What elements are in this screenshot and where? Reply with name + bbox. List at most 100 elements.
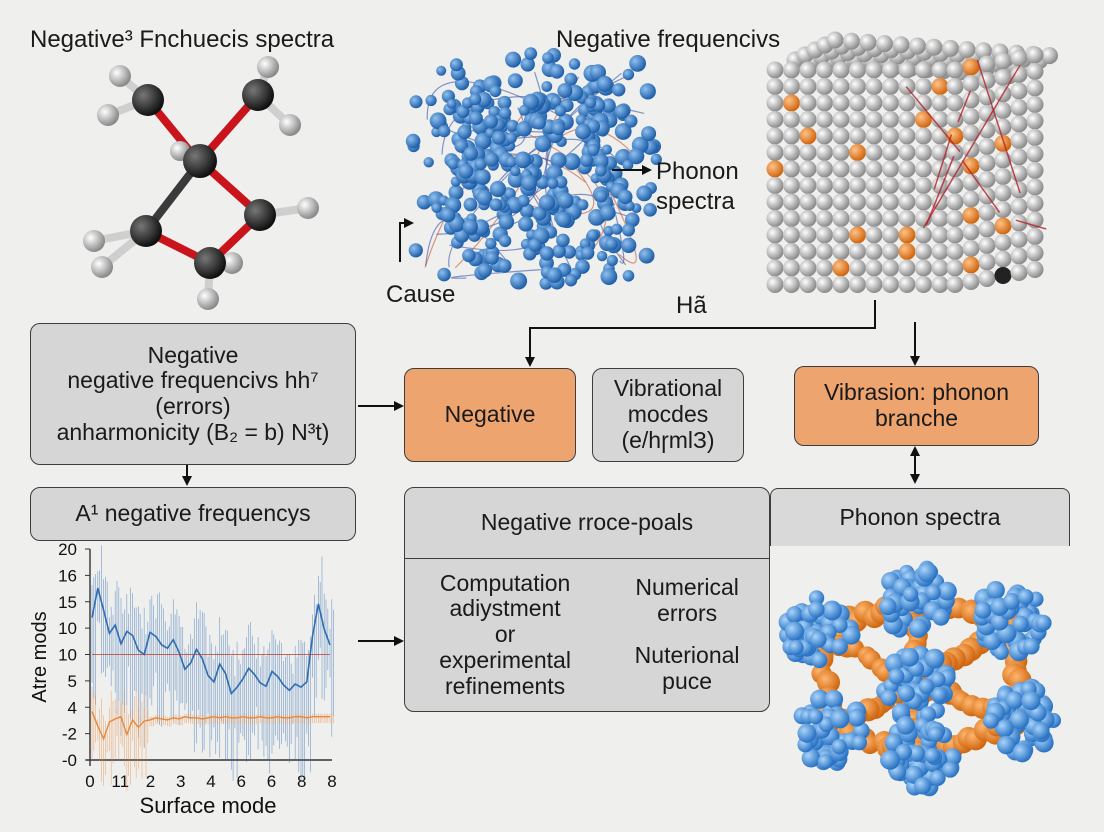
lattice-atom [1010, 198, 1028, 215]
x-tick-label: 0 [85, 772, 94, 791]
blue-atom [587, 143, 600, 156]
orange-atom [816, 670, 841, 694]
lattice-atom [882, 61, 899, 79]
lattice-atom [882, 276, 899, 293]
lattice-atom [1010, 66, 1028, 83]
blue-atom [993, 644, 1009, 660]
blue-atom [818, 716, 835, 733]
lattice-atom [915, 226, 932, 244]
lattice-atom [849, 259, 866, 277]
blue-atom [1012, 615, 1029, 633]
blue-atom [462, 219, 478, 235]
lattice-atom [799, 259, 817, 277]
lattice-atom [849, 144, 866, 161]
blue-atom [506, 119, 519, 132]
blue-atom [614, 104, 630, 120]
blue-atom [808, 601, 825, 618]
lattice-atom [783, 160, 800, 178]
lattice-atom [832, 210, 850, 227]
lattice-atom [816, 243, 833, 260]
lattice-atom [816, 193, 833, 211]
lattice-atom [865, 111, 883, 128]
lattice-atom [766, 144, 784, 161]
negative-box-line3: (errors) [155, 393, 231, 419]
blue-atom [811, 651, 828, 669]
blue-atom [542, 52, 554, 64]
blue-atom [605, 237, 618, 251]
lattice-atom [994, 250, 1012, 268]
lattice-atom [882, 94, 899, 112]
blue-atom [405, 133, 421, 149]
blue-atom [449, 58, 463, 72]
blue-atom [801, 748, 821, 768]
lattice-atom [799, 193, 817, 211]
lattice-atom [832, 78, 850, 95]
blue-atom [593, 154, 609, 169]
lattice-atom [898, 276, 916, 293]
blue-atom [438, 125, 451, 138]
lattice-atom [994, 102, 1012, 119]
blue-atom [927, 726, 944, 743]
lattice-atom [946, 111, 964, 128]
lattice-atom [799, 127, 817, 145]
lattice-atom [766, 193, 784, 211]
blue-atom [491, 130, 506, 145]
blue-atom [507, 73, 523, 89]
lattice-atom [882, 259, 899, 277]
blue-atom [1003, 592, 1021, 610]
blue-atom [534, 135, 552, 153]
lattice-atom [915, 177, 932, 194]
blue-atom [485, 251, 499, 265]
lattice-atom [915, 144, 932, 161]
blue-atom [497, 95, 512, 110]
blue-atom [557, 192, 574, 209]
lattice-atom [766, 78, 784, 95]
lattice-atom [783, 276, 800, 293]
lattice-atom [882, 127, 899, 145]
blue-atom [847, 708, 866, 727]
blue-atom [489, 180, 506, 198]
lattice-atom [962, 174, 980, 191]
a-negative-frequencies-box: A¹ negative frequencys [30, 487, 356, 541]
negative-process-panel: Negative rroce-poals Computation adiystm… [404, 487, 770, 712]
blue-atom [929, 770, 946, 786]
blue-atom [888, 668, 905, 685]
blue-atom [485, 237, 497, 250]
blue-atom [601, 144, 612, 155]
surface-mode-chart: Atre mods Surface mode 201615101054-2-00… [29, 540, 337, 818]
blue-atom [1005, 691, 1024, 710]
lattice-atom [1026, 162, 1044, 179]
lattice-atom [898, 193, 916, 211]
lattice-atom [978, 121, 996, 139]
lattice-atom [978, 253, 996, 271]
lattice-atom [962, 108, 980, 125]
lattice-atom [1026, 261, 1044, 278]
gray-atom [859, 33, 877, 51]
blue-atom [551, 121, 566, 136]
blue-atom [539, 246, 555, 261]
blue-atom [995, 719, 1014, 738]
blue-atom [564, 274, 578, 287]
lattice-atom [994, 201, 1012, 218]
lattice-atom [865, 144, 883, 161]
blue-atom [505, 132, 517, 144]
gray-atom [1041, 47, 1058, 65]
blue-atom [817, 754, 833, 770]
lattice-atom [994, 234, 1012, 251]
x-tick-label: 8 [327, 772, 336, 791]
blue-atom [448, 184, 464, 200]
title-top-center: Negative frequencivs [556, 26, 781, 53]
blue-atom [880, 689, 898, 706]
lattice-atom [849, 177, 866, 194]
blue-atom [510, 166, 521, 177]
lattice-atom [915, 276, 932, 293]
blue-atom [638, 247, 655, 264]
lattice-atom [766, 243, 784, 260]
chart-series-line [91, 587, 331, 696]
lattice-atom [1026, 178, 1044, 196]
blue-atom [476, 189, 493, 206]
phonon-spectra-tab: Phonon spectra [770, 488, 1070, 546]
vibrational-line2: mocdes [627, 401, 709, 428]
blue-atom [931, 687, 948, 703]
blue-atom [628, 148, 645, 165]
